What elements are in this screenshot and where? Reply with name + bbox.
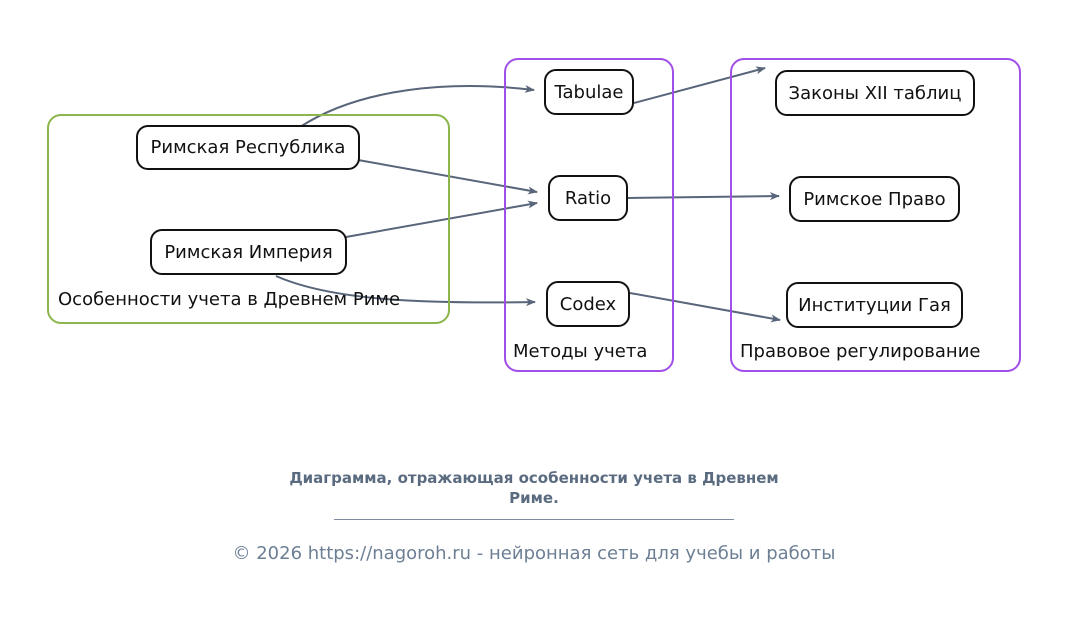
diagram-caption: Диаграмма, отражающая особенности учета … [289,469,779,508]
cluster-law [730,58,1021,372]
node-roman-law-label: Римское Право [803,188,946,210]
node-ratio[interactable]: Ratio [548,175,628,221]
node-empire[interactable]: Римская Империя [150,229,347,275]
node-tabulae-label: Tabulae [554,81,624,103]
node-xii-tables-label: Законы XII таблиц [788,82,962,104]
node-codex[interactable]: Codex [546,281,630,327]
caption-divider [334,519,734,520]
node-codex-label: Codex [559,293,617,315]
footer-text: © 2026 https://nagoroh.ru - нейронная се… [232,543,836,564]
node-gaius-label: Институции Гая [798,294,951,316]
node-republic-label: Римская Республика [150,137,346,158]
node-republic[interactable]: Римская Республика [136,125,360,170]
cluster-rome [47,114,450,324]
node-ratio-label: Ratio [564,187,612,209]
cluster-rome-label: Особенности учета в Древнем Риме [58,289,401,310]
cluster-law-label: Правовое регулирование [740,341,981,362]
node-tabulae[interactable]: Tabulae [544,69,634,115]
node-roman-law[interactable]: Римское Право [789,176,960,222]
cluster-methods-label: Методы учета [513,341,648,362]
node-gaius[interactable]: Институции Гая [786,282,963,328]
node-empire-label: Римская Империя [164,241,333,263]
cluster-methods [504,58,674,372]
node-xii-tables[interactable]: Законы XII таблиц [775,70,975,116]
